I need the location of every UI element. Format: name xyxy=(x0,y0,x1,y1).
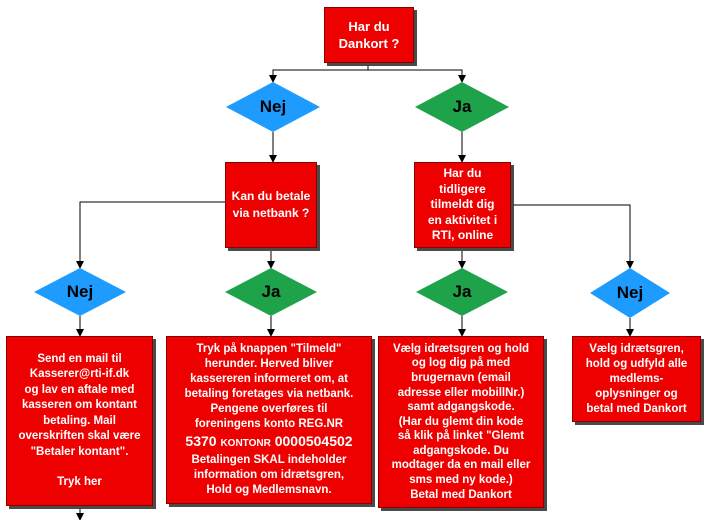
decision-label: Nej xyxy=(259,97,287,116)
decision-yes-registered: Ja xyxy=(416,268,508,316)
new-line-3: medlems- xyxy=(609,372,664,385)
netbank-line-2: herunder. Herved bliver xyxy=(204,358,334,370)
reg-q-line-5: RTI, online xyxy=(431,228,494,243)
start-line-2: Dankort ? xyxy=(338,36,400,51)
cash-email-link[interactable]: Kasserer@rti-if.dk xyxy=(29,368,130,380)
netbank-payment-box: Tryk på knappen "Tilmeld" herunder. Herv… xyxy=(166,336,372,504)
cash-payment-box[interactable]: Send en mail til Kasserer@rti-if.dk og l… xyxy=(6,336,153,506)
start-question-box: Har du Dankort ? xyxy=(324,7,414,63)
login-line-5: samt adgangskode. xyxy=(407,401,515,414)
decision-label: Nej xyxy=(66,282,94,301)
netbank-q-line-1: Kan du betale xyxy=(231,189,311,203)
login-payment-box: Vælg idrætsgren og hold og log dig på me… xyxy=(378,336,544,508)
new-line-5: betal med Dankort xyxy=(586,402,687,415)
decision-label: Ja xyxy=(261,282,281,301)
new-line-4: oplysninger og xyxy=(595,387,678,400)
cash-line-3: og lav en aftale med xyxy=(24,383,135,396)
new-line-1: Vælg idrætsgren, xyxy=(589,342,684,355)
decision-yes-netbank: Ja xyxy=(225,268,317,316)
netbank-line-5: Pengene overføres til xyxy=(210,403,328,415)
netbank-line-6: foreningens konto REG.NR xyxy=(194,418,344,430)
login-line-8: adgangskode. Du xyxy=(413,444,509,457)
decision-no-dankort: Nej xyxy=(226,82,320,132)
login-line-2: og log dig på med xyxy=(411,357,511,370)
login-line-3: brugernavn (email xyxy=(411,371,511,384)
decision-no-registered: Nej xyxy=(590,268,670,318)
netbank-line-8: Betalingen SKAL indeholder xyxy=(191,454,347,466)
netbank-line-10: Hold og Medlemsnavn. xyxy=(206,484,332,496)
new-line-2: hold og udfyld alle xyxy=(585,357,688,370)
cash-line-6: overskriften skal være xyxy=(18,430,141,442)
netbank-line-1: Tryk på knappen "Tilmeld" xyxy=(196,343,342,355)
kontonr-value: 0000504502 xyxy=(274,433,353,449)
new-member-box: Vælg idrætsgren, hold og udfyld alle med… xyxy=(572,336,701,422)
cash-click-here-link[interactable]: Tryk her xyxy=(57,476,102,488)
reg-q-line-4: en aktivitet i xyxy=(427,212,498,227)
decision-no-netbank: Nej xyxy=(34,268,126,316)
login-line-6: (Har du glemt din kode xyxy=(398,415,524,428)
netbank-line-4: betaling foretages via netbank. xyxy=(184,388,354,400)
registered-question-box: Har du tidligere tilmeldt dig en aktivit… xyxy=(414,162,511,248)
cash-line-4: kasseren om kontant xyxy=(21,399,138,411)
account-number-line: 5370 KONTONR 0000504502 xyxy=(185,432,352,453)
login-line-4: adresse eller mobillNr.) xyxy=(397,386,525,399)
netbank-question-box: Kan du betale via netbank ? xyxy=(225,162,317,248)
login-line-9: modtager da en mail eller xyxy=(391,459,531,472)
login-line-7: så klik på linket "Glemt xyxy=(397,430,525,443)
reg-q-line-2: tidligere xyxy=(439,181,486,196)
cash-line-5: betaling. Mail xyxy=(43,414,116,427)
kontonr-label: KONTONR xyxy=(220,438,271,449)
netbank-line-3: kassereren informeret om, at xyxy=(190,373,348,385)
decision-label: Nej xyxy=(616,283,644,302)
reg-q-line-3: tilmeldt dig xyxy=(430,197,495,212)
cash-line-7: "Betaler kontant". xyxy=(30,445,129,458)
netbank-line-9: information om idrætsgren, xyxy=(193,469,345,481)
decision-label: Ja xyxy=(452,97,472,116)
start-line-1: Har du xyxy=(348,19,390,34)
netbank-q-line-2: via netbank ? xyxy=(232,206,310,220)
login-line-10: sms med ny kode.) xyxy=(409,474,513,487)
login-line-1: Vælg idrætsgren og hold xyxy=(392,342,530,355)
cash-line-1: Send en mail til xyxy=(37,352,122,365)
reg-nr-value: 5370 xyxy=(185,433,217,449)
decision-label: Ja xyxy=(452,282,472,301)
decision-yes-dankort: Ja xyxy=(415,82,509,132)
reg-q-line-1: Har du xyxy=(443,166,482,181)
login-line-11: Betal med Dankort xyxy=(410,488,512,501)
